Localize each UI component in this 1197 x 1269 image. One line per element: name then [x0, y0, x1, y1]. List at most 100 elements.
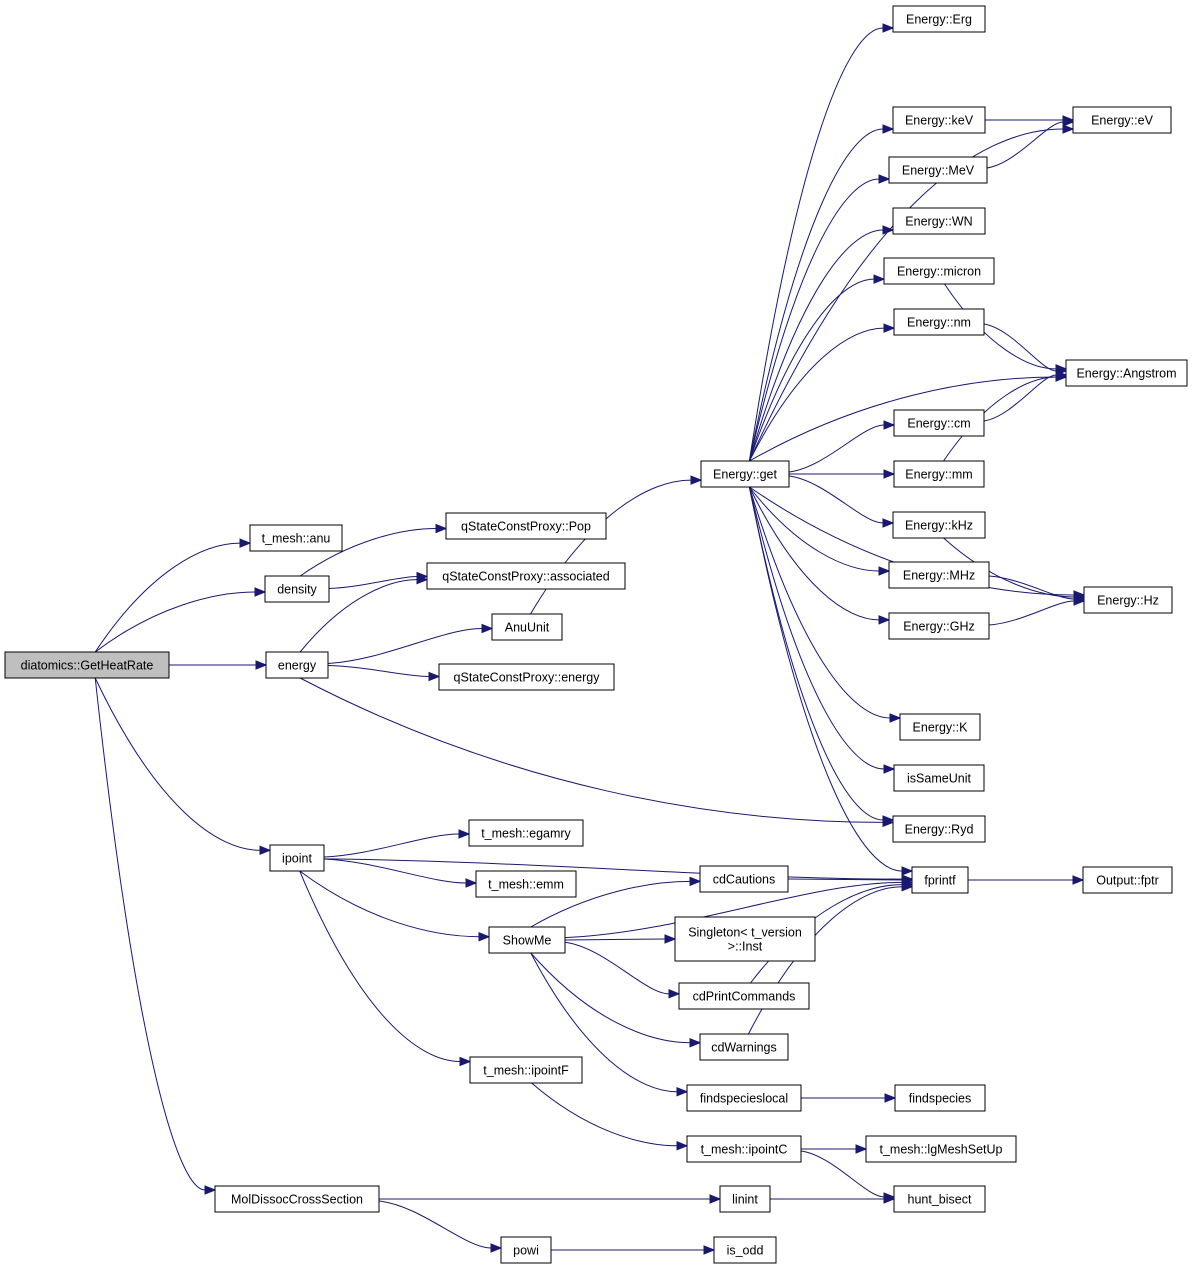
node-micron[interactable]: Energy::micron — [883, 257, 995, 285]
node-ipointf[interactable]: t_mesh::ipointF — [469, 1056, 583, 1084]
node-box — [894, 1084, 986, 1112]
edge-line — [749, 376, 1057, 462]
edge-line — [530, 952, 691, 1044]
node-ev[interactable]: Energy::eV — [1072, 106, 1172, 134]
node-anu[interactable]: t_mesh::anu — [249, 524, 343, 552]
node-label: Energy::kHz — [905, 519, 973, 533]
node-label: Energy::micron — [897, 265, 981, 279]
node-findspecies[interactable]: findspecies — [894, 1084, 986, 1112]
edge-eget-to-wn — [748, 225, 895, 462]
edge-ipoint-to-ipointf — [299, 870, 472, 1067]
arrowhead — [855, 1144, 868, 1154]
node-cdcautions[interactable]: cdCautions — [699, 865, 789, 893]
edge-line — [564, 941, 670, 995]
node-assoc[interactable]: qStateConstProxy::associated — [426, 562, 626, 590]
edge-line — [988, 600, 1075, 626]
node-isodd[interactable]: is_odd — [713, 1236, 777, 1264]
node-box — [865, 1135, 1017, 1163]
arrowhead — [1072, 875, 1085, 885]
node-khz[interactable]: Energy::kHz — [892, 511, 986, 539]
node-box — [699, 865, 789, 893]
node-box — [893, 308, 985, 336]
arrowhead — [239, 538, 252, 548]
node-label: Energy::Angstrom — [1076, 367, 1176, 381]
node-ang[interactable]: Energy::Angstrom — [1065, 359, 1188, 387]
arrowhead — [676, 1086, 689, 1097]
node-eget[interactable]: Energy::get — [700, 460, 790, 488]
edge-line — [988, 575, 1075, 600]
edge-mm-to-ang — [943, 372, 1068, 462]
node-fprintf[interactable]: fprintf — [911, 866, 969, 894]
node-label: ShowMe — [503, 934, 552, 948]
node-energy[interactable]: energy — [265, 651, 329, 679]
node-nm[interactable]: Energy::nm — [893, 308, 985, 336]
node-lgmesh[interactable]: t_mesh::lgMeshSetUp — [865, 1135, 1017, 1163]
node-pop[interactable]: qStateConstProxy::Pop — [445, 512, 607, 540]
node-mev[interactable]: Energy::MeV — [888, 156, 988, 184]
edge-eget-to-micron — [748, 274, 886, 462]
node-label: cdPrintCommands — [693, 990, 796, 1004]
node-powi[interactable]: powi — [500, 1236, 552, 1264]
edge-showme-to-singleton — [564, 934, 677, 944]
node-egamry[interactable]: t_mesh::egamry — [468, 819, 584, 847]
arrowhead — [435, 523, 448, 534]
node-label: isSameUnit — [907, 772, 971, 786]
node-issame[interactable]: isSameUnit — [893, 764, 985, 792]
node-cm[interactable]: Energy::cm — [893, 409, 985, 437]
edge-energy-to-qse — [327, 665, 441, 682]
node-label: Energy::keV — [905, 114, 974, 128]
edge-eget-to-ev — [748, 124, 1075, 462]
node-density[interactable]: density — [264, 575, 330, 603]
node-wn[interactable]: Energy::WN — [892, 207, 986, 235]
edge-line — [748, 128, 1064, 462]
node-box — [888, 156, 988, 184]
node-box — [893, 1185, 986, 1213]
edge-line — [748, 128, 884, 462]
edge-line — [788, 424, 885, 473]
arrowhead — [878, 174, 891, 184]
edge-line — [787, 878, 903, 881]
node-ryd[interactable]: Energy::Ryd — [892, 815, 986, 843]
arrowhead — [1062, 117, 1075, 127]
edge-energy-to-anuunit — [327, 623, 494, 664]
arrowhead — [878, 566, 891, 576]
node-erg[interactable]: Energy::Erg — [892, 5, 986, 33]
node-singleton[interactable]: Singleton< t_version>::Inst — [674, 916, 816, 962]
node-mm[interactable]: Energy::mm — [893, 460, 985, 488]
node-qse[interactable]: qStateConstProxy::energy — [438, 663, 615, 691]
edge-line — [800, 1150, 885, 1198]
arrowhead — [1055, 372, 1068, 382]
edge-nm-to-ang — [983, 323, 1068, 376]
node-ipointc[interactable]: t_mesh::ipointC — [686, 1135, 802, 1163]
edge-density-to-assoc — [328, 571, 429, 589]
node-emm[interactable]: t_mesh::emm — [475, 870, 577, 898]
edge-eget-to-ryd — [748, 486, 895, 825]
node-hunt[interactable]: hunt_bisect — [893, 1185, 986, 1213]
node-hz[interactable]: Energy::Hz — [1083, 586, 1173, 614]
node-anuunit[interactable]: AnuUnit — [491, 613, 563, 641]
node-ghz[interactable]: Energy::GHz — [888, 612, 990, 640]
node-showme[interactable]: ShowMe — [488, 926, 566, 954]
edge-line — [983, 323, 1057, 372]
node-label: qStateConstProxy::energy — [454, 671, 601, 685]
arrowhead — [259, 845, 272, 856]
node-mhz[interactable]: Energy::MHz — [888, 561, 990, 589]
node-kev[interactable]: Energy::keV — [892, 106, 986, 134]
node-fptr[interactable]: Output::fptr — [1082, 866, 1173, 894]
node-fslocal[interactable]: findspecieslocal — [686, 1084, 802, 1112]
node-label: Energy::WN — [905, 215, 972, 229]
node-label: t_mesh::lgMeshSetUp — [880, 1143, 1003, 1157]
node-box — [893, 409, 985, 437]
node-box — [892, 106, 986, 134]
node-box — [468, 819, 584, 847]
node-box — [899, 713, 981, 741]
node-ipoint[interactable]: ipoint — [269, 844, 325, 872]
edge-line — [944, 283, 1057, 370]
node-cdprint[interactable]: cdPrintCommands — [678, 982, 810, 1010]
node-root[interactable]: diatomics::GetHeatRate — [4, 651, 170, 679]
edge-line — [530, 880, 691, 928]
node-cdwarn[interactable]: cdWarnings — [699, 1033, 789, 1061]
node-ek[interactable]: Energy::K — [899, 713, 981, 741]
node-linint[interactable]: linint — [719, 1185, 771, 1213]
node-mol[interactable]: MolDissocCrossSection — [214, 1185, 380, 1213]
